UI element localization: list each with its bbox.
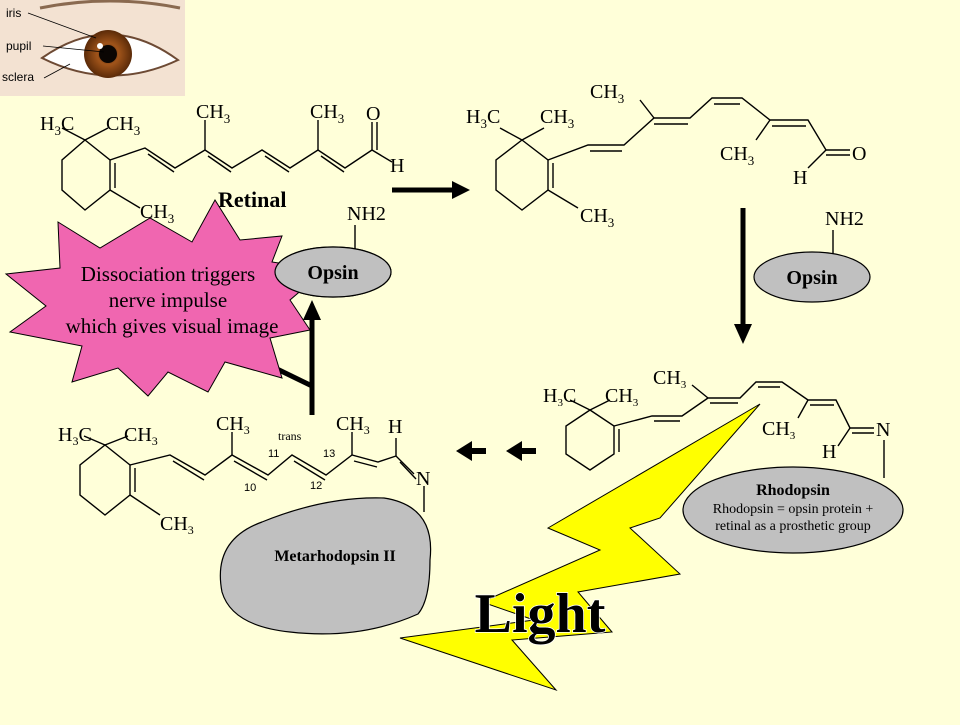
svg-text:CH3: CH3 — [580, 205, 614, 230]
carbon-number-13: 13 — [323, 448, 335, 460]
svg-text:N: N — [416, 468, 430, 490]
svg-text:O: O — [852, 143, 866, 165]
metarhodopsin-protein-shape — [219, 497, 432, 635]
svg-text:H: H — [390, 155, 404, 177]
svg-text:CH3: CH3 — [160, 513, 194, 537]
light-lightning: Light — [399, 403, 761, 692]
svg-text:N: N — [876, 419, 890, 441]
cyclohexene-ring — [61, 139, 111, 211]
light-label: Light — [475, 583, 606, 645]
svg-text:H3C: H3C — [40, 113, 74, 138]
eye-label-pupil: pupil — [6, 39, 31, 53]
trans-label: trans — [278, 429, 302, 443]
eyebrow-icon — [39, 0, 181, 10]
svg-text:CH3: CH3 — [605, 385, 639, 409]
arrow-bleach — [456, 441, 536, 461]
eye-inset: iris pupil sclera — [0, 0, 185, 96]
opsin-left-overlay: Opsin — [274, 246, 392, 298]
arrow-isomerize — [392, 181, 470, 199]
nerve-impulse-burst: Dissociation triggers nerve impulse whic… — [4, 199, 327, 397]
svg-text:CH3: CH3 — [540, 106, 574, 131]
iris-pointer — [27, 12, 97, 39]
svg-text:H3C: H3C — [58, 424, 92, 448]
svg-text:H3C: H3C — [466, 106, 500, 131]
carbon-number-10: 10 — [244, 482, 256, 494]
svg-text:H: H — [793, 167, 807, 189]
rhodopsin-ellipse — [682, 466, 904, 554]
opsin-right: NH2 Opsin — [753, 208, 871, 303]
svg-text:CH3: CH3 — [310, 101, 344, 126]
svg-text:H3C: H3C — [543, 385, 576, 409]
eye-highlight — [97, 43, 103, 49]
carbon-number-11: 11 — [268, 448, 279, 460]
arrow-combine — [734, 208, 752, 344]
opsin-ellipse-right — [753, 251, 871, 303]
burst-line1: Dissociation triggers — [81, 262, 255, 286]
sclera-pointer — [43, 63, 71, 79]
svg-text:H: H — [388, 416, 402, 438]
svg-text:CH3: CH3 — [124, 424, 158, 448]
burst-line2: nerve impulse — [109, 288, 227, 312]
retinal-label: Retinal — [218, 187, 286, 212]
svg-text:Opsin: Opsin — [307, 262, 358, 284]
pupil-pointer — [42, 45, 105, 53]
retinal-structure-2: H3C CH3 CH3 CH3 CH3 O H — [466, 81, 866, 230]
svg-text:CH3: CH3 — [762, 418, 796, 442]
pupil-shape — [99, 45, 117, 63]
lightning-bolt-icon — [399, 403, 761, 692]
burst-line3: which gives visual image — [66, 314, 279, 338]
eye-label-iris: iris — [6, 6, 21, 20]
svg-text:H: H — [822, 441, 836, 463]
svg-text:CH3: CH3 — [196, 101, 230, 126]
svg-text:CH3: CH3 — [216, 413, 250, 437]
nh2-label-right: NH2 — [825, 208, 864, 230]
eye-label-sclera: sclera — [2, 70, 34, 84]
rhodopsin-title: Rhodopsin — [756, 482, 830, 499]
svg-text:CH3: CH3 — [590, 81, 624, 106]
svg-text:CH3: CH3 — [653, 367, 687, 391]
burst-shape — [4, 199, 327, 397]
metarhodopsin-label: Metarhodopsin II — [274, 548, 395, 565]
rhodopsin-note-line2: retinal as a prosthetic group — [715, 519, 871, 534]
rhodopsin-structure: H3C CH3 CH3 CH3 N H Rhodopsin Rhodopsin … — [543, 367, 904, 554]
svg-text:CH3: CH3 — [106, 113, 140, 138]
carbon-number-12: 12 — [310, 480, 322, 492]
nh2-label-left: NH2 — [347, 203, 386, 225]
svg-text:O: O — [366, 103, 380, 125]
metarhodopsin-structure: H3C CH3 CH3 CH3 CH3 H N trans 10 11 12 1… — [58, 413, 432, 635]
opsin-label-right: Opsin — [786, 267, 837, 289]
rhodopsin-note-line1: Rhodopsin = opsin protein + — [713, 502, 874, 517]
svg-text:CH3: CH3 — [720, 143, 754, 168]
svg-text:CH3: CH3 — [336, 413, 370, 437]
